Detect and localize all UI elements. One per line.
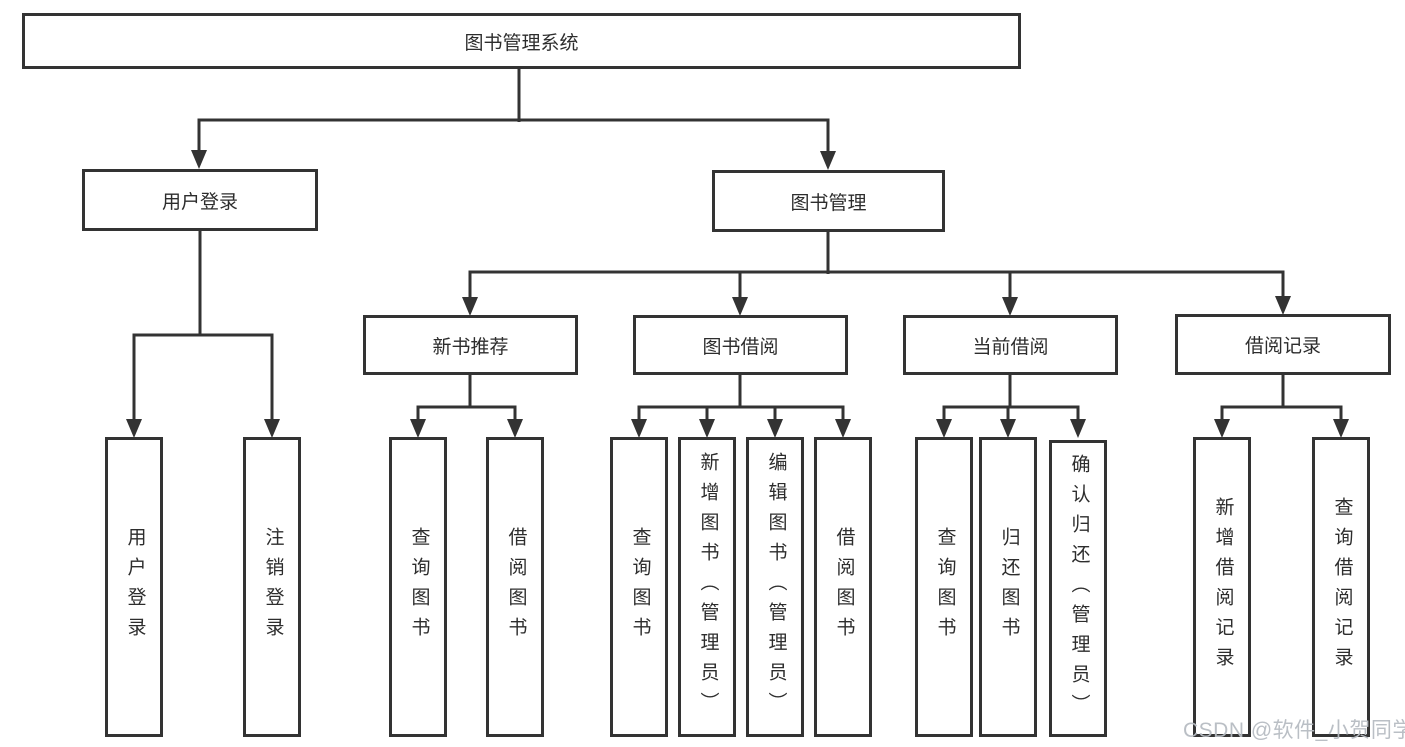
csdn-watermark: CSDN @软件_小贺同学 bbox=[1183, 719, 1405, 742]
leaf-return-book: 归还图书 bbox=[979, 437, 1037, 737]
node-user-login: 用户登录 bbox=[82, 169, 318, 231]
node-label: 借阅记录 bbox=[1244, 336, 1321, 357]
node-book-management: 图书管理 bbox=[712, 170, 945, 232]
leaf-add-borrow-record: 新增借阅记录 bbox=[1193, 437, 1251, 737]
node-borrowing-records: 借阅记录 bbox=[1175, 314, 1391, 375]
node-label: 图书借阅 bbox=[702, 336, 779, 358]
node-label: 新书推荐 bbox=[432, 336, 509, 358]
node-book-borrowing: 图书借阅 bbox=[633, 315, 848, 375]
leaf-label: 新增图书（管理员） bbox=[697, 452, 719, 722]
leaf-query-books-current: 查询图书 bbox=[915, 437, 973, 737]
leaf-label: 查询借阅记录 bbox=[1331, 497, 1353, 677]
node-label: 图书管理系统 bbox=[464, 32, 579, 54]
node-current-borrowing: 当前借阅 bbox=[903, 315, 1118, 375]
node-label: 当前借阅 bbox=[972, 336, 1049, 358]
leaf-query-books-borrow: 查询图书 bbox=[610, 437, 668, 737]
leaf-label: 查询图书 bbox=[408, 527, 430, 647]
node-book-management-system: 图书管理系统 bbox=[22, 13, 1021, 69]
leaf-label: 新增借阅记录 bbox=[1212, 497, 1234, 677]
leaf-label: 注销登录 bbox=[262, 527, 284, 647]
leaf-confirm-return-admin: 确认归还（管理员） bbox=[1049, 440, 1107, 737]
leaf-user-login: 用户登录 bbox=[105, 437, 163, 737]
leaf-label: 借阅图书 bbox=[833, 527, 855, 647]
leaf-borrow-books-recommend: 借阅图书 bbox=[486, 437, 544, 737]
leaf-borrow-books: 借阅图书 bbox=[814, 437, 872, 737]
connector-arrowheads bbox=[126, 150, 1349, 438]
leaf-label: 归还图书 bbox=[998, 527, 1020, 647]
leaf-edit-book-admin: 编辑图书（管理员） bbox=[746, 437, 804, 737]
node-label: 用户登录 bbox=[161, 191, 238, 213]
leaf-label: 查询图书 bbox=[934, 527, 956, 647]
leaf-label: 查询图书 bbox=[629, 527, 651, 647]
leaf-label: 确认归还（管理员） bbox=[1068, 453, 1090, 724]
connector-paths bbox=[132, 69, 1343, 420]
leaf-label: 借阅图书 bbox=[505, 527, 527, 647]
leaf-logout: 注销登录 bbox=[243, 437, 301, 737]
leaf-query-borrow-record: 查询借阅记录 bbox=[1312, 437, 1370, 737]
node-new-book-recommend: 新书推荐 bbox=[363, 315, 578, 375]
leaf-query-books-recommend: 查询图书 bbox=[389, 437, 447, 737]
leaf-label: 用户登录 bbox=[124, 527, 146, 647]
node-label: 图书管理 bbox=[790, 192, 867, 214]
leaf-add-book-admin: 新增图书（管理员） bbox=[678, 437, 736, 737]
leaf-label: 编辑图书（管理员） bbox=[765, 452, 787, 722]
